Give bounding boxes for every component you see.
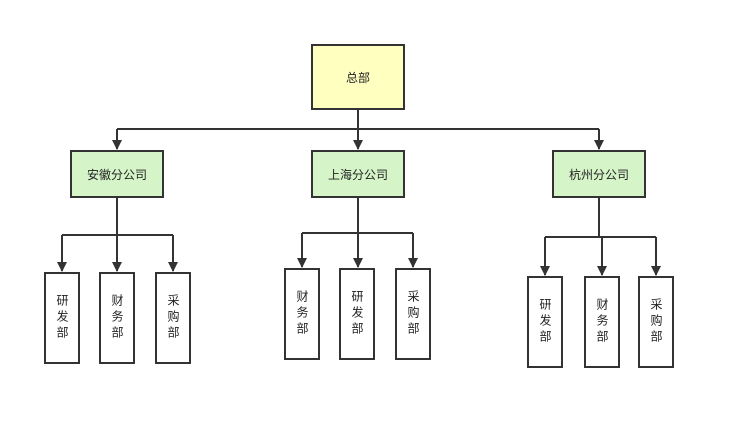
node-hangzhou-department-3-label: 采购部 [649,298,663,346]
node-anhui-department-3[interactable]: 采购部 [155,272,191,364]
node-branch-hangzhou[interactable]: 杭州分公司 [552,150,646,198]
node-anhui-department-3-label: 采购部 [166,294,180,342]
node-headquarters[interactable]: 总部 [311,44,405,110]
node-branch-anhui[interactable]: 安徽分公司 [70,150,164,198]
node-hangzhou-department-1-label: 研发部 [538,298,552,346]
node-anhui-department-2-label: 财务部 [110,294,124,342]
node-anhui-department-2[interactable]: 财务部 [99,272,135,364]
node-branch-hangzhou-label: 杭州分公司 [568,167,629,182]
node-branch-shanghai[interactable]: 上海分公司 [311,150,405,198]
node-shanghai-department-2-label: 研发部 [350,290,364,338]
node-hangzhou-department-2[interactable]: 财务部 [584,276,620,368]
node-shanghai-department-1[interactable]: 财务部 [284,268,320,360]
node-branch-shanghai-label: 上海分公司 [327,167,388,182]
node-hangzhou-department-1[interactable]: 研发部 [527,276,563,368]
node-hangzhou-department-2-label: 财务部 [595,298,609,346]
node-shanghai-department-3[interactable]: 采购部 [395,268,431,360]
node-anhui-department-1[interactable]: 研发部 [44,272,80,364]
node-anhui-department-1-label: 研发部 [55,294,69,342]
node-headquarters-label: 总部 [345,70,370,85]
node-shanghai-department-3-label: 采购部 [406,290,420,338]
node-branch-anhui-label: 安徽分公司 [86,167,147,182]
node-hangzhou-department-3[interactable]: 采购部 [638,276,674,368]
node-shanghai-department-1-label: 财务部 [295,290,309,338]
node-shanghai-department-2[interactable]: 研发部 [339,268,375,360]
